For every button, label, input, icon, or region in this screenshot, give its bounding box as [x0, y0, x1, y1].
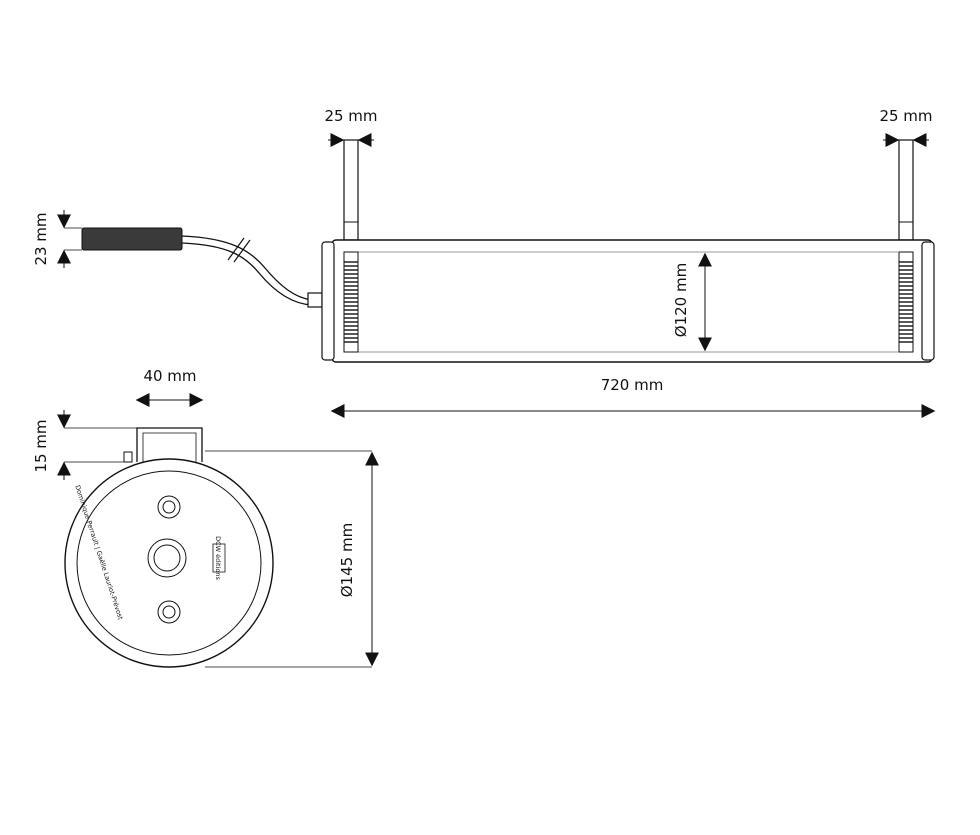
- dcw-logo: DCW éditions: [212, 536, 226, 581]
- dim-driver-height-label: 23 mm: [32, 212, 50, 265]
- dim-end-offset-label: 15 mm: [32, 419, 50, 472]
- side-view: 25 mm 25 mm 23 mm Ø120 mm 720 mm: [32, 107, 936, 418]
- end-bracket: [123, 427, 203, 463]
- tube-body: [321, 239, 935, 363]
- bracket-right: [898, 139, 914, 250]
- dim-overall-length: 720 mm: [330, 376, 936, 418]
- screw-bottom-icon: [157, 600, 181, 624]
- dim-bracket-right: 25 mm: [879, 107, 933, 147]
- dim-bracket-left: 25 mm: [324, 107, 378, 147]
- svg-text:DCW éditions: DCW éditions: [214, 536, 222, 580]
- screw-top-icon: [157, 495, 181, 519]
- dim-end-diameter: Ø145 mm: [205, 450, 379, 668]
- dim-end-offset: 15 mm: [32, 410, 137, 480]
- dim-end-diameter-label: Ø145 mm: [338, 523, 356, 597]
- driver-box: [81, 227, 323, 308]
- dim-tube-diameter-label: Ø120 mm: [672, 263, 690, 337]
- dim-driver-height: 23 mm: [32, 210, 82, 268]
- dim-tube-diameter: Ø120 mm: [672, 252, 712, 352]
- cable-gland-icon: [147, 538, 187, 578]
- dim-end-width: 40 mm: [135, 367, 204, 407]
- dim-bracket-left-label: 25 mm: [324, 107, 377, 125]
- dim-bracket-right-label: 25 mm: [879, 107, 932, 125]
- clamp-band-right: [898, 251, 914, 353]
- bracket-left: [343, 139, 359, 250]
- dim-end-width-label: 40 mm: [143, 367, 196, 385]
- clamp-band-left: [343, 251, 359, 353]
- end-view: Dominique Perrault | Gaëlle Lauriot-Prév…: [32, 367, 379, 668]
- dim-overall-length-label: 720 mm: [601, 376, 664, 394]
